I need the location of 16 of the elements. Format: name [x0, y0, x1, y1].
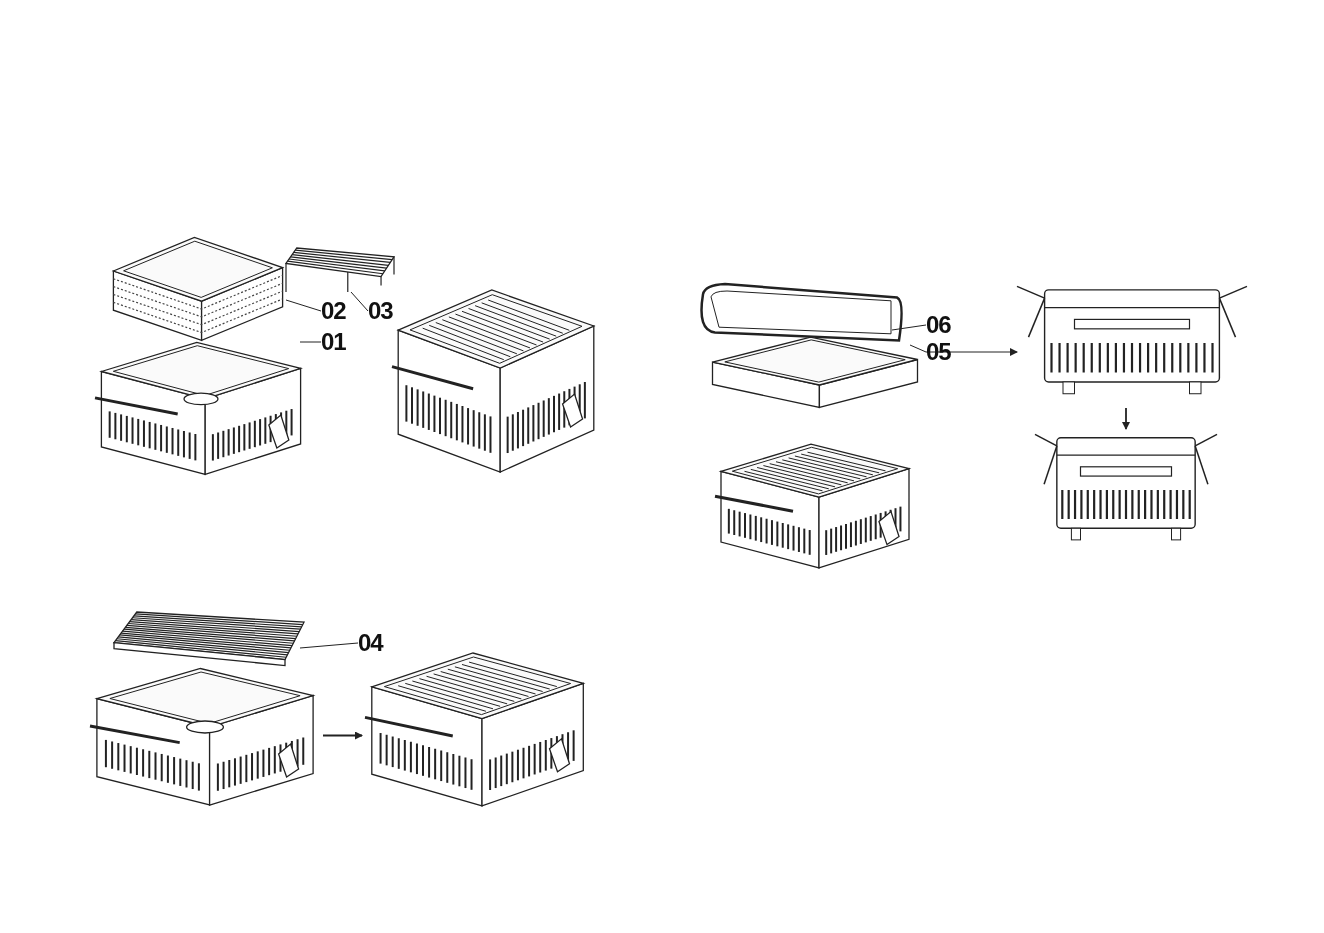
callout-number: 02 [321, 298, 355, 324]
leader-line [350, 291, 369, 312]
leader-line [909, 344, 927, 353]
leader-line [299, 341, 322, 343]
arrow [322, 731, 363, 740]
leader-line [285, 299, 322, 312]
callout-number: 05 [926, 339, 960, 365]
callout-number: 01 [321, 329, 355, 355]
leader-line [299, 642, 359, 649]
arrow [1122, 407, 1130, 430]
callout-number: 04 [358, 630, 392, 656]
callout-number: 06 [926, 312, 960, 338]
callout-number: 03 [368, 298, 402, 324]
leader-line [925, 348, 1018, 356]
rack-drawing [286, 248, 394, 292]
leader-line [891, 324, 927, 331]
